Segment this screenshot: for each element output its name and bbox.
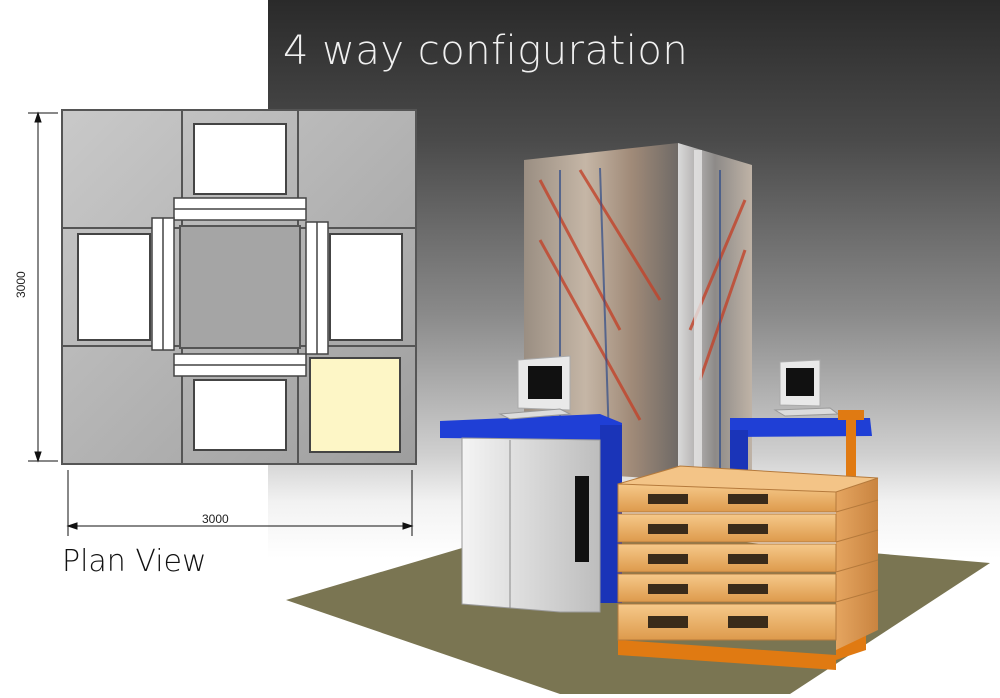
right-counter-leg	[730, 430, 748, 474]
plan-highlight-cell	[309, 357, 401, 453]
height-dimension-label: 3000	[14, 271, 28, 298]
page-title: 4 way configuration	[283, 28, 689, 74]
plan-panel-left	[77, 233, 151, 341]
plan-panel-top	[193, 123, 287, 195]
width-dimension-label: 3000	[202, 512, 229, 526]
booth-render	[286, 143, 990, 694]
right-counter-top	[730, 418, 872, 437]
plan-center-column	[179, 225, 301, 349]
plan-view	[28, 109, 417, 536]
pallet-icon	[617, 465, 879, 650]
plan-panel-bottom	[193, 379, 287, 451]
plan-panel-right	[329, 233, 403, 341]
plan-view-label: Plan View	[62, 544, 207, 579]
left-counter-top	[440, 414, 622, 440]
left-counter-leg	[600, 425, 622, 603]
computer-monitor-icon	[498, 355, 572, 420]
left-cabinet	[461, 437, 601, 613]
dimension-lines	[28, 111, 414, 536]
computer-monitor-icon	[773, 359, 840, 417]
cabinet-slot	[575, 476, 589, 562]
